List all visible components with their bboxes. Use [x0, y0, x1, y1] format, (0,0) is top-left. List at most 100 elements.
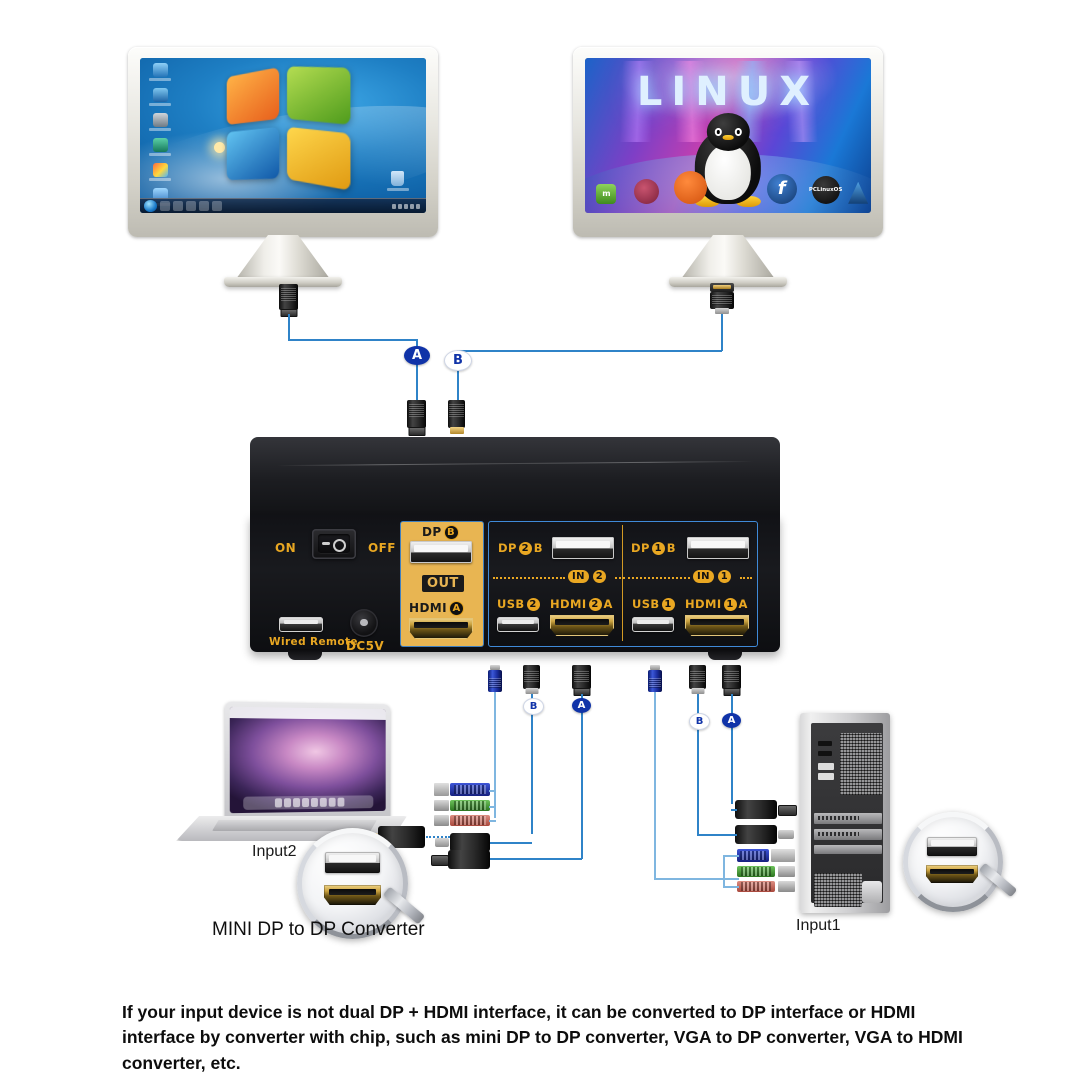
taskbar-item[interactable]: [160, 201, 170, 212]
dp-out-port: [410, 541, 472, 563]
taskbar-item[interactable]: [212, 201, 222, 212]
dp1-number-badge: 1: [651, 542, 665, 555]
input-groups-panel: [488, 521, 758, 647]
tux-belly: [704, 143, 752, 201]
magnified-hdmi-port: [926, 865, 978, 883]
wallpaper-glow: [214, 141, 226, 153]
power-on-label: ON: [275, 541, 297, 555]
start-button[interactable]: [144, 200, 157, 212]
tower-usb-port: [818, 773, 834, 780]
kvm-top-surface: [250, 437, 780, 515]
hdmi1-number-badge: 1: [723, 598, 737, 611]
wire-in2-dp-join: [490, 842, 532, 844]
magnified-dp-port: [927, 837, 977, 856]
in1-dot-right: [740, 577, 752, 579]
wire-in1-usb-join: [654, 878, 739, 880]
monitor-right-dp-connector: [710, 283, 734, 315]
power-switch[interactable]: [312, 529, 356, 559]
badge-input1-b: B: [689, 713, 710, 730]
wire-a-seg2: [288, 339, 417, 341]
desktop-icon: [147, 112, 173, 131]
dp2-port: [552, 537, 614, 559]
wired-remote-port: [279, 617, 323, 632]
kvm-foot-left: [288, 649, 322, 660]
wire-in2-dp: [531, 694, 533, 834]
desktop-icon: [147, 87, 173, 106]
dc-power-label: DC5V: [346, 639, 385, 653]
wire-b-seg3: [457, 350, 459, 408]
converter-dotted-link: [426, 836, 450, 838]
tower-vent-top: [840, 733, 882, 795]
laptop-keyboard: [212, 820, 377, 831]
tower-psu-fan: [862, 881, 882, 903]
hdmi-out-badge: A: [449, 601, 465, 616]
taskbar-item[interactable]: [199, 201, 209, 212]
kvm-foot-right: [708, 649, 742, 660]
dc-power-jack: [350, 609, 378, 637]
in2-dot-right: [615, 577, 625, 579]
input-groups-divider: [622, 525, 623, 641]
magnifier-input1: [903, 812, 1003, 912]
windows-logo-icon: [226, 65, 351, 192]
desktop-tower: [800, 713, 890, 913]
input2-mic-plug: [434, 815, 490, 826]
output-panel-label: OUT: [422, 575, 464, 592]
footer-caption: If your input device is not dual DP + HD…: [122, 1002, 963, 1073]
wire-a-seg1: [288, 314, 290, 340]
tower-pci-slot: [814, 845, 882, 854]
monitor-left-screen: [140, 58, 426, 213]
hdmi2-number-badge: 2: [588, 598, 602, 611]
system-tray[interactable]: [392, 203, 422, 209]
magnified-hdmi-port: [324, 885, 381, 905]
wire-in1-hdmi-join: [731, 809, 737, 811]
monitor-right-neck: [681, 235, 775, 279]
input2-hdmi-connector-a: [572, 665, 591, 696]
wire-in1-dp: [697, 694, 699, 835]
in1-dot-left: [628, 577, 690, 579]
tux-head: [706, 113, 750, 152]
input1-dp-plug: [735, 825, 797, 844]
monitor-left: [128, 47, 438, 287]
badge-input2-a: A: [572, 698, 591, 713]
badge-output-a: A: [404, 346, 430, 365]
in2-in-badge: IN: [568, 570, 589, 583]
wire-in1-dp-join: [697, 834, 737, 836]
wire-in1-mic-riser: [723, 878, 725, 887]
taskbar-item[interactable]: [186, 201, 196, 212]
monitor-left-neck: [236, 235, 330, 279]
taskbar-item[interactable]: [173, 201, 183, 212]
tower-vent-bottom: [814, 873, 862, 907]
windows7-wallpaper: [140, 58, 426, 213]
laptop-dock[interactable]: [242, 795, 374, 810]
input2-usb-connector: [488, 665, 502, 693]
wire-in1-usb-top: [723, 855, 739, 857]
wire-in1-usb: [654, 692, 656, 879]
tux-foot-right: [736, 195, 761, 208]
laptop-display: [229, 706, 386, 814]
wire-in2-usb-join1: [489, 790, 496, 792]
wire-in2-usb-join3: [489, 820, 496, 822]
input2-dp-connector-b: [523, 665, 540, 695]
hdmi1-port: [685, 615, 749, 636]
input1-hdmi-plug: [735, 800, 797, 819]
in1-in-badge: IN: [693, 570, 714, 583]
wire-in2-usb-join2: [489, 806, 496, 808]
in2-dot-left: [493, 577, 565, 579]
input1-dp-connector-b: [689, 665, 706, 695]
hdmi-out-port: [409, 618, 473, 639]
tux-eye-left: [714, 128, 722, 136]
wire-b-seg2: [457, 350, 722, 352]
monitor-right-screen: LINUX m f PCLinuxOS: [585, 58, 871, 213]
power-off-label: OFF: [368, 541, 396, 555]
monitor-right: LINUX m f PCLinuxOS: [573, 47, 883, 287]
usb2-port: [497, 617, 539, 632]
